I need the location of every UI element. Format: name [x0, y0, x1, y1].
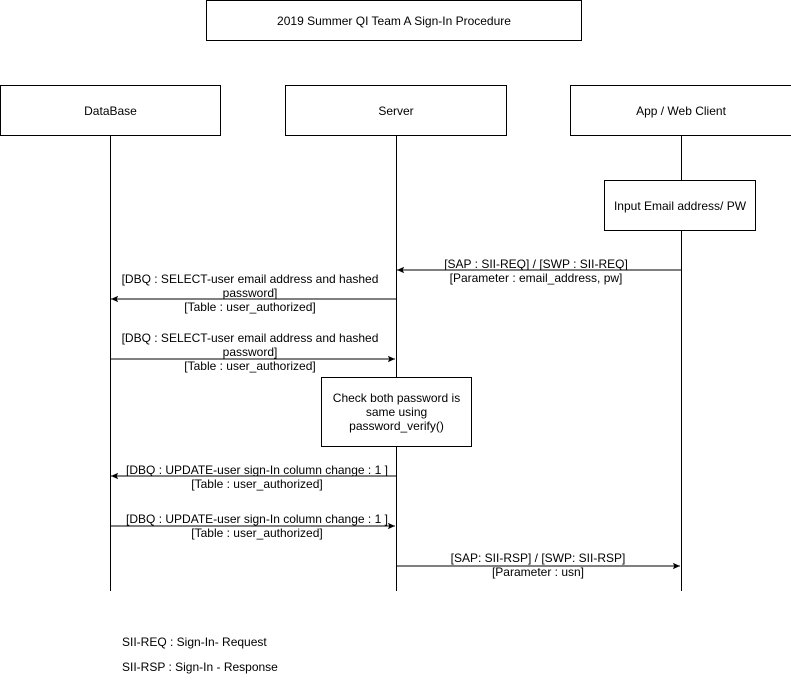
participant-database: DataBase — [0, 85, 221, 136]
message-4-line-1: [DBQ : UPDATE-user sign-In column change… — [126, 463, 388, 477]
note-input-credentials-text: Input Email address/ PW — [613, 198, 747, 213]
message-3-line-1: [DBQ : SELECT-user email address and has… — [121, 331, 379, 345]
message-1-line-2: [Parameter : email_address, pw] — [449, 271, 623, 285]
message-label-5: [DBQ : UPDATE-user sign-In column change… — [112, 512, 402, 540]
diagram-title-text: 2019 Summer QI Team A Sign-In Procedure — [277, 13, 511, 28]
message-label-1: [SAP : SII-REQ] / [SWP : SII-REQ] [Param… — [398, 257, 674, 285]
message-2-line-2: password] — [222, 286, 278, 300]
message-label-4: [DBQ : UPDATE-user sign-In column change… — [112, 463, 402, 491]
legend-item-response: SII-RSP : Sign-In - Response — [122, 660, 278, 674]
message-2-line-3: [Table : user_authorized] — [184, 300, 316, 314]
message-6-line-2: [Parameter : usn] — [491, 565, 585, 579]
message-label-3: [DBQ : SELECT-user email address and has… — [112, 331, 388, 373]
message-6-line-1: [SAP: SII-RSP] / [SWP: SII-RSP] — [450, 551, 626, 565]
legend-item-request: SII-REQ : Sign-In- Request — [122, 635, 267, 649]
client-lifeline — [681, 135, 682, 591]
message-label-2: [DBQ : SELECT-user email address and has… — [112, 272, 388, 314]
message-3-line-3: [Table : user_authorized] — [184, 359, 316, 373]
participant-client: App / Web Client — [570, 85, 791, 136]
message-3-line-2: password] — [222, 345, 278, 359]
message-4-line-2: [Table : user_authorized] — [191, 477, 323, 491]
database-lifeline — [110, 135, 111, 591]
participant-server: Server — [285, 85, 507, 136]
message-5-line-1: [DBQ : UPDATE-user sign-In column change… — [126, 512, 388, 526]
note-password-check-text: Check both password is same using passwo… — [332, 391, 461, 433]
diagram-title: 2019 Summer QI Team A Sign-In Procedure — [206, 0, 582, 41]
participant-client-label: App / Web Client — [636, 103, 726, 118]
participant-server-label: Server — [378, 103, 414, 118]
server-lifeline — [396, 135, 397, 591]
message-2-line-1: [DBQ : SELECT-user email address and has… — [121, 272, 379, 286]
note-password-check: Check both password is same using passwo… — [321, 377, 472, 447]
participant-database-label: DataBase — [84, 103, 137, 118]
note-input-credentials: Input Email address/ PW — [604, 180, 756, 231]
message-label-6: [SAP: SII-RSP] / [SWP: SII-RSP] [Paramet… — [400, 551, 676, 579]
message-5-line-2: [Table : user_authorized] — [191, 526, 323, 540]
message-1-line-1: [SAP : SII-REQ] / [SWP : SII-REQ] — [444, 257, 628, 271]
